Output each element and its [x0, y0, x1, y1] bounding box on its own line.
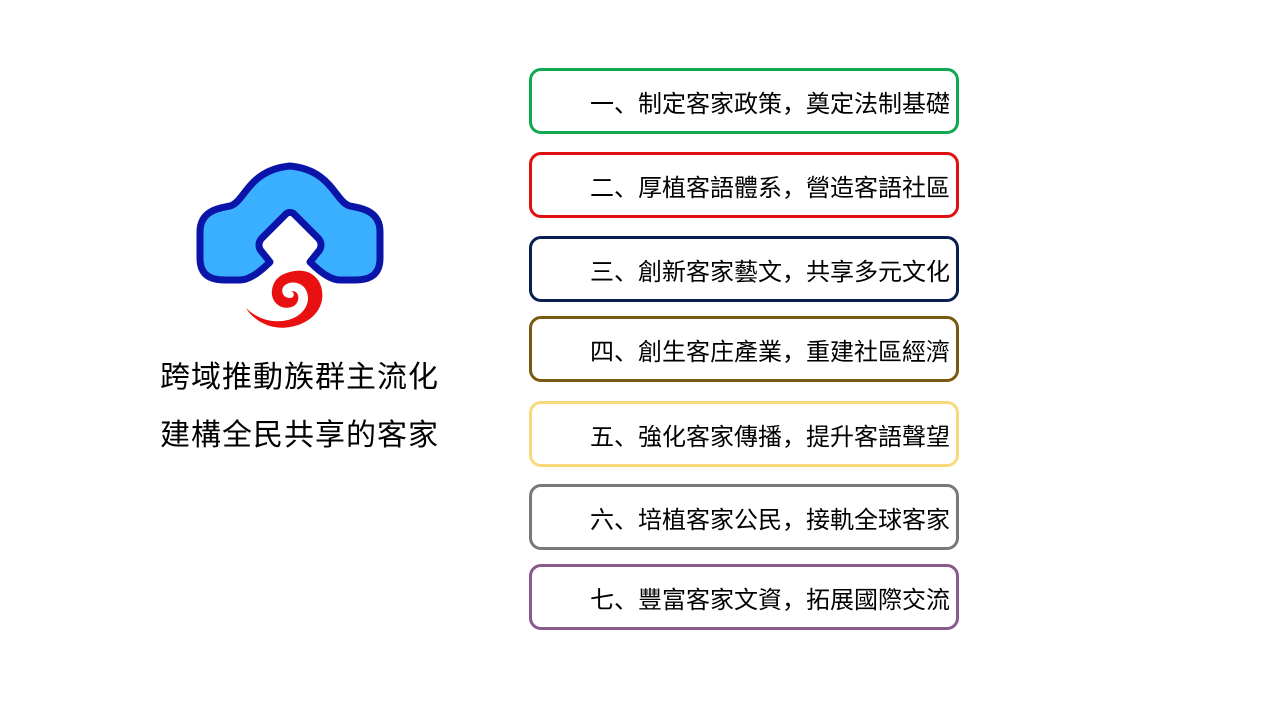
- policy-item-7: 七、豐富客家文資，拓展國際交流: [529, 564, 959, 630]
- policy-item-2: 二、厚植客語體系，營造客語社區: [529, 152, 959, 218]
- slogan-line-2: 建構全民共享的客家: [160, 418, 439, 453]
- policy-label: 二、厚植客語體系，營造客語社區: [590, 173, 950, 202]
- logo-cloud: [196, 162, 384, 284]
- logo-spiral: [246, 270, 323, 328]
- policy-label: 七、豐富客家文資，拓展國際交流: [590, 585, 950, 614]
- policy-label: 三、創新客家藝文，共享多元文化: [590, 257, 950, 286]
- slogan-line-1: 跨域推動族群主流化: [160, 360, 439, 395]
- policy-item-1: 一、制定客家政策，奠定法制基礎: [529, 68, 959, 134]
- policy-item-6: 六、培植客家公民，接軌全球客家: [529, 484, 959, 550]
- policy-item-5: 五、強化客家傳播，提升客語聲望: [529, 401, 959, 467]
- policy-label: 六、培植客家公民，接軌全球客家: [590, 505, 950, 534]
- policy-label: 一、制定客家政策，奠定法制基礎: [590, 89, 950, 118]
- policy-item-4: 四、創生客庄產業，重建社區經濟: [529, 316, 959, 382]
- hakka-logo: [196, 162, 384, 328]
- policy-label: 四、創生客庄產業，重建社區經濟: [590, 337, 950, 366]
- policy-item-3: 三、創新客家藝文，共享多元文化: [529, 236, 959, 302]
- policy-label: 五、強化客家傳播，提升客語聲望: [590, 422, 950, 451]
